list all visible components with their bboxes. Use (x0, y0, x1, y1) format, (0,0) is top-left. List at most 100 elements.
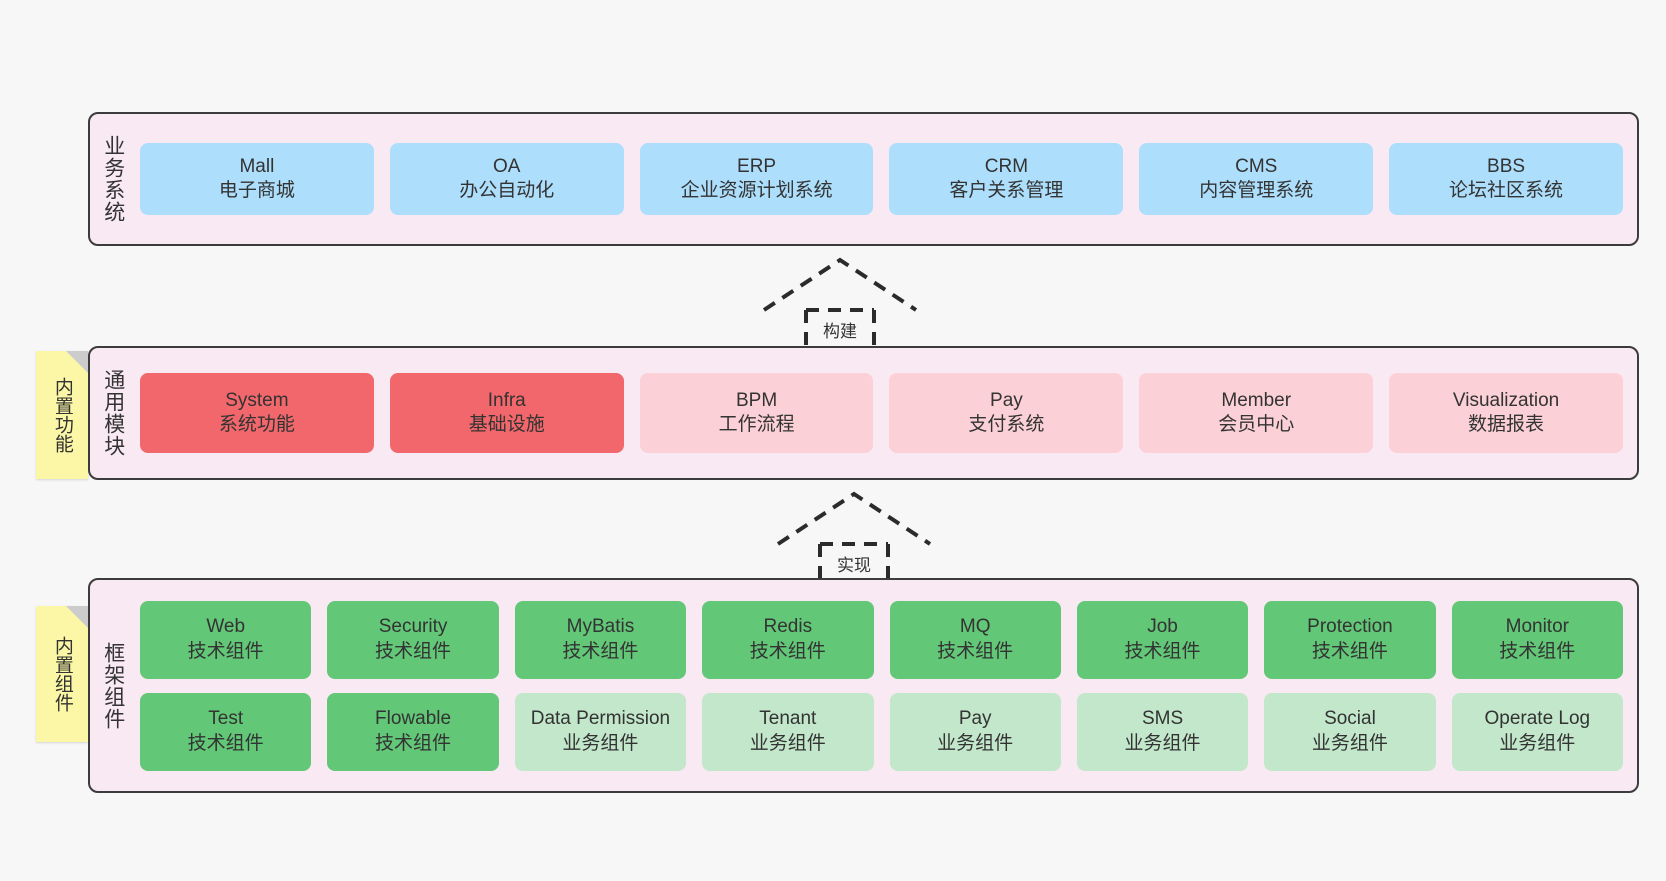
card-sms[interactable]: SMS 业务组件 (1076, 692, 1249, 771)
card-protection-title: Protection (1307, 616, 1393, 638)
card-mybatis-subtitle: 技术组件 (562, 640, 639, 662)
card-mall-title: Mall (239, 155, 275, 177)
card-system-subtitle: 系统功能 (218, 414, 295, 435)
sticky-note-builtin-features: 内置功能 (36, 351, 88, 479)
card-pay-component-subtitle: 业务组件 (937, 732, 1014, 754)
layer-framework-components-body: Web 技术组件 Security 技术组件 MyBatis 技术组件 Redi… (136, 580, 1637, 791)
card-tenant[interactable]: Tenant 业务组件 (702, 692, 874, 771)
sticky-fold-icon (66, 606, 88, 628)
layer-common-modules-label: 通用模块 (101, 369, 125, 457)
card-cms[interactable]: CMS 内容管理系统 (1139, 143, 1374, 215)
card-social-title: Social (1324, 708, 1376, 730)
card-oa-subtitle: 办公自动化 (459, 180, 555, 201)
card-social-subtitle: 业务组件 (1311, 732, 1388, 754)
card-web-subtitle: 技术组件 (187, 640, 264, 662)
card-test-subtitle: 技术组件 (187, 732, 264, 754)
card-member-title: Member (1221, 389, 1292, 411)
card-crm-subtitle: 客户关系管理 (949, 180, 1064, 201)
arrow-implement-icon (776, 491, 932, 582)
layer-framework-components: 框架组件 Web 技术组件 Security 技术组件 MyBatis 技术组件… (88, 578, 1639, 793)
card-bbs[interactable]: BBS 论坛社区系统 (1389, 143, 1623, 215)
card-infra-subtitle: 基础设施 (468, 414, 545, 435)
layer-business-systems-body: Mall 电子商城 OA 办公自动化 ERP 企业资源计划系统 CRM 客户关系… (136, 114, 1637, 244)
layer-business-systems-label: 业务系统 (101, 135, 125, 223)
layer-common-modules: 通用模块 System 系统功能 Infra 基础设施 BPM 工作流程 Pay… (88, 346, 1639, 480)
card-mq[interactable]: MQ 技术组件 (889, 600, 1061, 679)
card-mall[interactable]: Mall 电子商城 (140, 143, 374, 215)
card-infra[interactable]: Infra 基础设施 (389, 373, 624, 453)
card-web[interactable]: Web 技术组件 (140, 600, 312, 679)
card-operate-log-subtitle: 业务组件 (1499, 732, 1576, 754)
business-systems-row: Mall 电子商城 OA 办公自动化 ERP 企业资源计划系统 CRM 客户关系… (140, 143, 1623, 215)
arrow-build: 构建 (760, 256, 920, 348)
card-crm[interactable]: CRM 客户关系管理 (889, 143, 1124, 215)
card-erp[interactable]: ERP 企业资源计划系统 (639, 143, 874, 215)
card-bpm-subtitle: 工作流程 (718, 414, 795, 435)
card-bbs-subtitle: 论坛社区系统 (1449, 180, 1564, 201)
card-pay-module[interactable]: Pay 支付系统 (889, 373, 1124, 453)
card-monitor-subtitle: 技术组件 (1499, 640, 1576, 662)
card-tenant-subtitle: 业务组件 (749, 732, 826, 754)
arrow-implement: 实现 (774, 490, 934, 582)
card-data-permission[interactable]: Data Permission 业务组件 (514, 692, 687, 771)
card-erp-title: ERP (737, 155, 777, 177)
card-job-title: Job (1147, 616, 1178, 638)
card-oa-title: OA (493, 155, 521, 177)
card-mq-title: MQ (959, 616, 991, 638)
card-security-title: Security (378, 616, 448, 638)
card-cms-subtitle: 内容管理系统 (1199, 180, 1314, 201)
card-operate-log-title: Operate Log (1484, 708, 1591, 730)
card-monitor-title: Monitor (1505, 616, 1569, 638)
card-infra-title: Infra (487, 389, 526, 411)
card-redis-title: Redis (763, 616, 813, 638)
card-crm-title: CRM (984, 155, 1029, 177)
sticky-fold-icon (66, 351, 88, 373)
card-security[interactable]: Security 技术组件 (327, 600, 499, 679)
card-test[interactable]: Test 技术组件 (140, 692, 312, 771)
card-visualization-subtitle: 数据报表 (1468, 414, 1545, 435)
card-job[interactable]: Job 技术组件 (1076, 600, 1249, 679)
card-mybatis-title: MyBatis (566, 616, 635, 638)
card-protection[interactable]: Protection 技术组件 (1264, 600, 1436, 679)
card-visualization[interactable]: Visualization 数据报表 (1389, 373, 1623, 453)
card-oa[interactable]: OA 办公自动化 (389, 143, 624, 215)
card-social[interactable]: Social 业务组件 (1264, 692, 1436, 771)
card-operate-log[interactable]: Operate Log 业务组件 (1451, 692, 1623, 771)
card-pay-component[interactable]: Pay 业务组件 (889, 692, 1061, 771)
sticky-note-builtin-components: 内置组件 (36, 606, 88, 742)
card-mybatis[interactable]: MyBatis 技术组件 (514, 600, 687, 679)
card-bpm[interactable]: BPM 工作流程 (639, 373, 874, 453)
card-protection-subtitle: 技术组件 (1311, 640, 1388, 662)
arrow-build-label: 构建 (823, 322, 857, 341)
card-bpm-title: BPM (735, 389, 778, 411)
card-mq-subtitle: 技术组件 (937, 640, 1014, 662)
card-data-permission-title: Data Permission (530, 708, 671, 730)
card-cms-title: CMS (1235, 155, 1278, 177)
card-sms-title: SMS (1141, 708, 1184, 730)
card-flowable[interactable]: Flowable 技术组件 (327, 692, 499, 771)
sticky-note-builtin-components-label: 内置组件 (51, 636, 73, 712)
card-pay-module-title: Pay (990, 389, 1023, 411)
card-pay-component-title: Pay (958, 708, 992, 730)
card-redis-subtitle: 技术组件 (749, 640, 826, 662)
card-job-subtitle: 技术组件 (1124, 640, 1201, 662)
card-security-subtitle: 技术组件 (375, 640, 452, 662)
framework-tech-row: Web 技术组件 Security 技术组件 MyBatis 技术组件 Redi… (140, 600, 1623, 679)
card-sms-subtitle: 业务组件 (1124, 732, 1201, 754)
arrow-implement-label: 实现 (837, 556, 871, 575)
card-monitor[interactable]: Monitor 技术组件 (1451, 600, 1623, 679)
common-modules-row: System 系统功能 Infra 基础设施 BPM 工作流程 Pay 支付系统… (140, 373, 1623, 453)
layer-common-modules-body: System 系统功能 Infra 基础设施 BPM 工作流程 Pay 支付系统… (136, 348, 1637, 478)
layer-business-systems: 业务系统 Mall 电子商城 OA 办公自动化 ERP 企业资源计划系统 CRM… (88, 112, 1639, 246)
card-pay-module-subtitle: 支付系统 (968, 414, 1045, 435)
sticky-note-builtin-features-label: 内置功能 (51, 377, 73, 453)
card-flowable-title: Flowable (375, 708, 452, 730)
card-member[interactable]: Member 会员中心 (1139, 373, 1374, 453)
card-system[interactable]: System 系统功能 (140, 373, 374, 453)
card-test-title: Test (208, 708, 244, 730)
card-redis[interactable]: Redis 技术组件 (702, 600, 874, 679)
card-data-permission-subtitle: 业务组件 (562, 732, 639, 754)
card-member-subtitle: 会员中心 (1218, 414, 1295, 435)
card-erp-subtitle: 企业资源计划系统 (680, 180, 833, 201)
